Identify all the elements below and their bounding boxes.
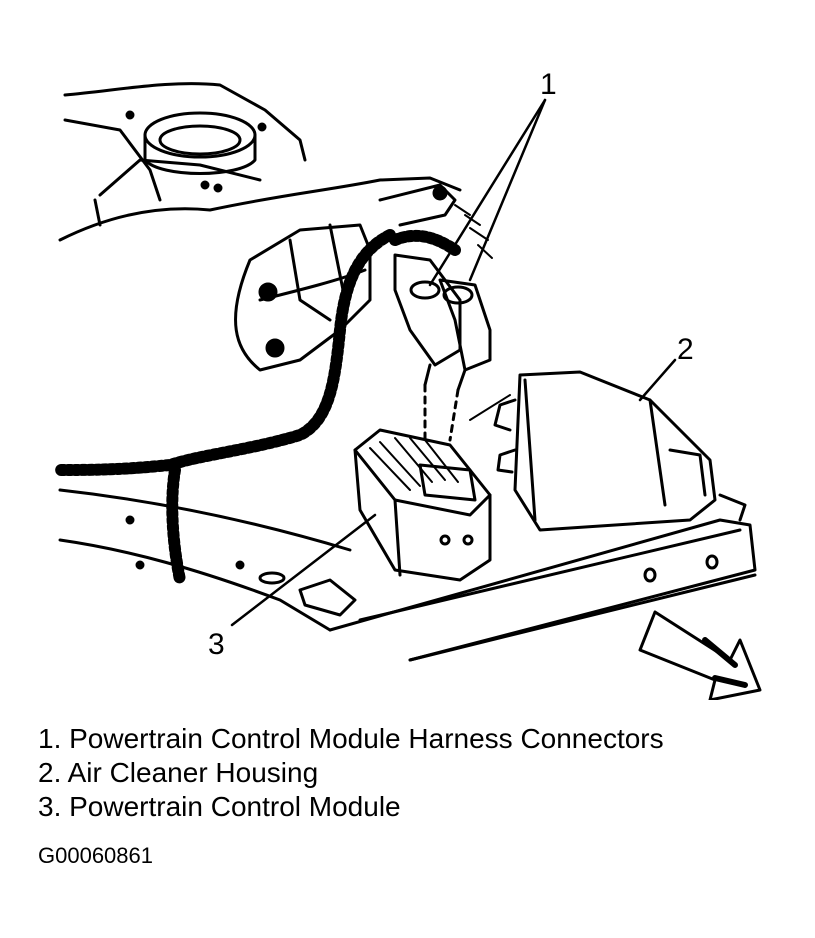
figure-id: G00060861 [38, 843, 153, 868]
upper-body-panel [58, 82, 462, 242]
pcm-location-diagram [54, 82, 762, 700]
legend-item: 3. Powertrain Control Module [38, 791, 401, 822]
powertrain-control-module [353, 428, 492, 582]
leader-lines [230, 98, 677, 627]
legend-item: 2. Air Cleaner Housing [38, 757, 319, 788]
legend: 1. Powertrain Control Module Harness Con… [38, 722, 664, 824]
legend-item: 1. Powertrain Control Module Harness Con… [38, 723, 664, 754]
callout-2: 2 [677, 333, 694, 366]
callout-1: 1 [540, 68, 557, 101]
front-direction-arrow [638, 610, 762, 700]
air-cleaner-housing [469, 370, 747, 532]
mounting-bracket [234, 183, 457, 372]
frame-rail [58, 488, 757, 662]
harness-connectors [393, 204, 493, 442]
callout-3: 3 [208, 628, 225, 661]
